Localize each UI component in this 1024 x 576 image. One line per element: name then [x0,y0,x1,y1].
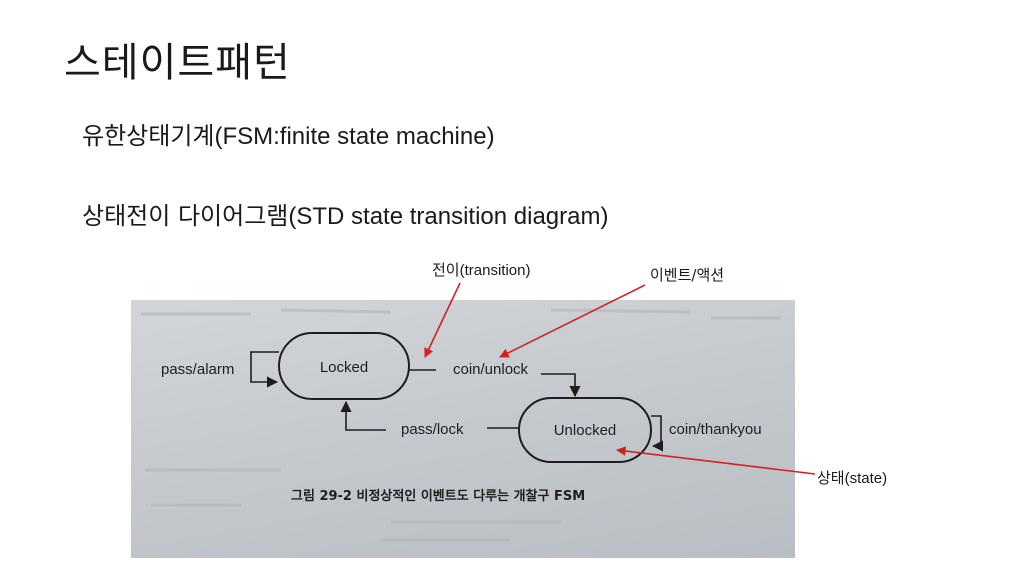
state-locked [278,332,410,400]
annotation-transition: 전이(transition) [432,259,530,280]
annotation-state-ko: 상태 [817,469,845,487]
fsm-english-term: (FSM:finite state machine) [214,123,495,150]
state-label-locked: Locked [320,359,368,376]
annotation-state-en: (state) [844,470,888,487]
transition-label-coin-thankyou: coin/thankyou [669,421,762,438]
annotation-transition-ko: 전이 [432,261,460,279]
fsm-korean-term: 유한상태기계 [82,122,215,150]
fsm-definition-line: 유한상태기계(FSM:finite state machine) [82,116,495,151]
transition-coin-thankyou-line [651,415,664,452]
transition-coin-unlock-arrow [541,373,581,398]
annotation-state: 상태(state) [817,467,887,488]
annotation-event-action: 이벤트/액션 [650,266,725,284]
state-unlocked [518,397,652,463]
fsm-diagram: Locked Unlocked pass/alarm coin/unlock p… [141,308,781,542]
std-korean-term: 상태전이 다이어그램 [82,202,289,230]
transition-label-pass-lock: pass/lock [401,421,464,438]
slide-title: 스테이트패턴 [64,40,291,86]
fsm-diagram-photo: Locked Unlocked pass/alarm coin/unlock p… [131,300,795,558]
transition-label-coin-unlock: coin/unlock [453,361,529,378]
figure-caption: 그림 29-2 비정상적인 이벤트도 다루는 개찰구 FSM [291,488,585,504]
std-english-term: (STD state transition diagram) [288,203,609,230]
std-definition-line: 상태전이 다이어그램(STD state transition diagram) [82,196,608,231]
transition-pass-lock-arrow [340,400,386,431]
annotation-transition-en: (transition) [459,262,531,279]
state-label-unlocked: Unlocked [554,422,617,439]
transition-pass-alarm-line [250,351,279,388]
transition-label-pass-alarm: pass/alarm [161,361,234,378]
